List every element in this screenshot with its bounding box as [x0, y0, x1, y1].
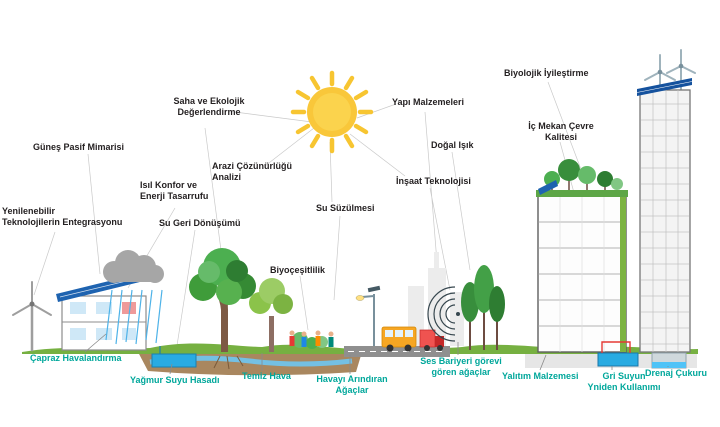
street-lamp-icon	[355, 285, 381, 350]
label-temiz-hava: Temiz Hava	[242, 371, 291, 381]
road	[344, 346, 450, 357]
label-yapi-malzemeleri: Yapı Malzemeleri	[392, 97, 465, 107]
label-line: Isıl Konfor ve	[140, 180, 198, 190]
greywater-tank-icon	[597, 341, 639, 367]
label-line: Arazi Çözünürlüğü	[212, 161, 292, 171]
bushes-icon	[292, 332, 328, 349]
drainage-pit-icon	[651, 352, 687, 369]
roof-solar-panel-icon	[538, 180, 558, 195]
label-drenaj-cukuru: Drenaj Çukuru	[645, 368, 708, 378]
label-line: Enerji Tasarrufu	[140, 191, 209, 202]
label-line: Ses Bariyeri görevi	[420, 356, 502, 366]
large-tree-icon	[189, 248, 256, 352]
label-line: Yenilenebilir	[2, 206, 56, 216]
label-line: Teknolojilerin Entegrasyonu	[2, 217, 123, 228]
sound-barrier-trees-icon	[461, 265, 505, 350]
label-line: Ağaçlar	[335, 385, 369, 396]
label-line: Kalitesi	[544, 132, 577, 143]
label-insaat-teknolojisi: İnşaat Teknolojisi	[396, 176, 471, 186]
sound-waves-icon	[427, 286, 460, 342]
greywater-pipe-icon	[601, 341, 631, 353]
green-roof-trees-icon	[544, 159, 623, 190]
rain-cloud-icon	[103, 250, 164, 345]
rainwater-tank-icon	[151, 346, 197, 368]
label-gunes-pasif-mimarisi: Güneş Pasif Mimarisi	[33, 142, 125, 152]
label-line: Gri Suyun	[602, 371, 646, 381]
label-su-suzulmesi: Su Süzülmesi	[316, 203, 375, 213]
label-line: gören ağaçlar	[431, 367, 491, 378]
sun-icon	[290, 70, 374, 154]
wind-turbine-icon	[12, 281, 52, 352]
connector-lines	[33, 81, 583, 353]
people-icons	[289, 330, 334, 347]
passive-solar-house	[56, 272, 148, 351]
bus-icon	[381, 326, 417, 352]
label-gri-suyun-yeniden-kullanimi: Gri Suyun Yniden Kullanımı	[582, 371, 666, 394]
label-line: Saha ve Ekolojik	[173, 96, 245, 106]
label-dogal-isik: Doğal Işık	[431, 140, 474, 150]
rain-icon	[105, 289, 163, 345]
label-yenilenebilir-teknolojiler-entegrasyonu: Yenilenebilir Teknolojilerin Entegrasyon…	[2, 206, 122, 229]
label-biyocesitlilik: Biyoçeşitlilik	[270, 265, 326, 275]
label-line: Analizi	[212, 172, 242, 183]
label-line: Yniden Kullanımı	[587, 382, 661, 393]
label-capraz-havalandirma: Çapraz Havalandırma	[30, 353, 122, 363]
label-ses-bariyeri-agaclar: Ses Bariyeri görevi gören ağaçlar	[409, 356, 513, 379]
label-line: İç Mekan Çevre	[528, 121, 594, 131]
building-cross-section	[536, 159, 628, 353]
pointer-lines	[84, 333, 669, 375]
label-saha-ekolojik-degerlendirme: Saha ve Ekolojik Değerlendirme	[153, 96, 265, 119]
truck-icon	[419, 329, 444, 351]
high-rise-building	[636, 78, 693, 353]
label-su-geri-donusumu: Su Geri Dönüşümü	[159, 218, 241, 228]
label-havayi-arindiran-agaclar: Havayı Arındıran Ağaçlar	[306, 374, 398, 397]
ground-grass	[22, 343, 698, 354]
label-yalitim-malzemesi: Yalıtım Malzemesi	[502, 371, 579, 381]
label-isil-konfor-enerji-tasarrufu: Isıl Konfor ve Enerji Tasarrufu	[140, 180, 208, 203]
label-line: Değerlendirme	[177, 107, 241, 118]
green-roof-icon	[536, 190, 628, 197]
green-wall-icon	[620, 196, 626, 352]
label-arazi-cozunurlugu-analizi: Arazi Çözünürlüğü Analizi	[212, 161, 292, 184]
label-ic-mekan-cevre-kalitesi: İç Mekan Çevre Kalitesi	[518, 121, 604, 144]
label-biyolojik-iyilestirme: Biyolojik İyileştirme	[504, 68, 589, 78]
label-yagmur-suyu-hasadi: Yağmur Suyu Hasadı	[130, 375, 220, 385]
small-tree-icon	[249, 278, 293, 352]
label-line: Havayı Arındıran	[316, 374, 388, 384]
